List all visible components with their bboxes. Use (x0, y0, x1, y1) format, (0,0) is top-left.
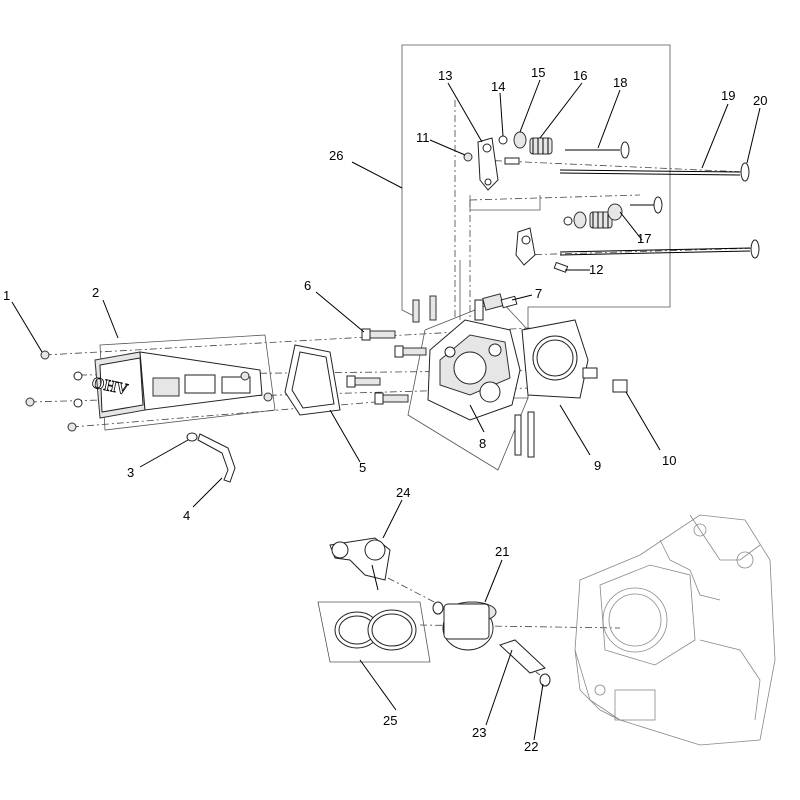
cover-bolts (25, 350, 273, 432)
tappets (740, 162, 760, 259)
callout-1: 1 (3, 288, 10, 303)
head-studs (412, 295, 437, 323)
callout-3: 3 (127, 465, 134, 480)
valve-seals (607, 203, 623, 221)
valve-keepers (498, 135, 573, 226)
dowel-pins (582, 367, 628, 393)
breather-hose (197, 433, 236, 483)
rocker-pivot (504, 157, 569, 273)
rocker-arm-intake (515, 227, 536, 266)
rocker-nut (463, 152, 473, 162)
piston-rings (334, 609, 417, 651)
callout-15: 15 (531, 65, 545, 80)
callout-6: 6 (304, 278, 311, 293)
leader-lines (11, 79, 761, 741)
cover-gasket (284, 344, 341, 416)
callout-24: 24 (396, 485, 410, 500)
callout-23: 23 (472, 725, 486, 740)
push-rods (559, 169, 751, 256)
cylinder-head (427, 299, 535, 458)
callout-labels: 1 2 3 4 5 6 7 8 9 10 11 12 13 14 15 16 1… (3, 65, 767, 754)
callout-4: 4 (183, 508, 190, 523)
callout-20: 20 (753, 93, 767, 108)
callout-19: 19 (721, 88, 735, 103)
callout-21: 21 (495, 544, 509, 559)
callout-14: 14 (491, 79, 505, 94)
rocker-cover: OHV (73, 351, 263, 419)
callout-10: 10 (662, 453, 676, 468)
circlips (432, 601, 551, 687)
callout-13: 13 (438, 68, 452, 83)
valve-springs (529, 137, 613, 229)
callout-11: 11 (416, 130, 430, 145)
head-bolts (346, 328, 427, 405)
piston-ring-frame (317, 601, 431, 663)
callout-12: 12 (589, 262, 603, 277)
callout-17: 17 (637, 231, 651, 246)
callout-5: 5 (359, 460, 366, 475)
spark-plug (482, 293, 518, 311)
callout-22: 22 (524, 739, 538, 754)
connecting-rod (329, 537, 391, 591)
head-gasket (521, 319, 589, 399)
crankcase-block (574, 514, 776, 746)
callout-18: 18 (613, 75, 627, 90)
piston (442, 601, 497, 651)
callout-8: 8 (479, 436, 486, 451)
callout-16: 16 (573, 68, 587, 83)
callout-9: 9 (594, 458, 601, 473)
callout-7: 7 (535, 286, 542, 301)
breather-fitting (186, 432, 198, 442)
callout-26: 26 (329, 148, 343, 163)
valves (565, 141, 663, 214)
callout-2: 2 (92, 285, 99, 300)
rocker-arm-exhaust (477, 137, 499, 191)
valve-retainers (513, 131, 587, 229)
callout-25: 25 (383, 713, 397, 728)
piston-pin (499, 639, 546, 674)
